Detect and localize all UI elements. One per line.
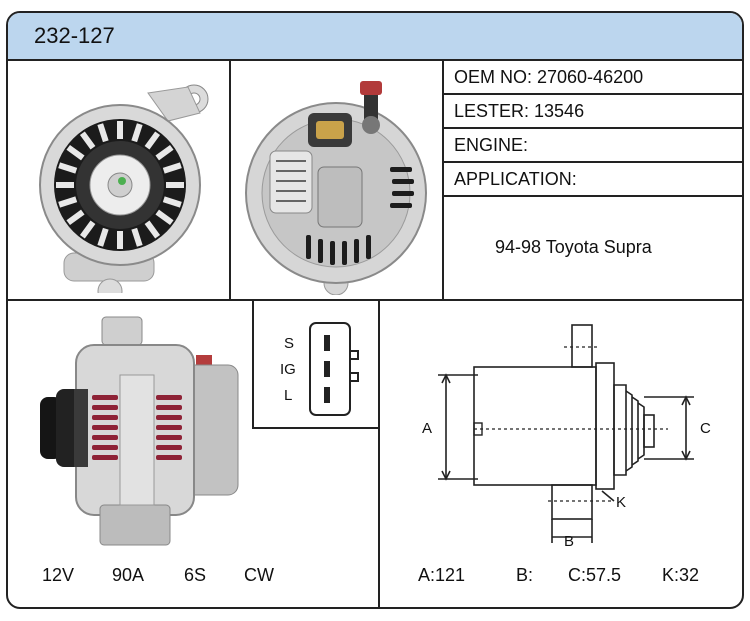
alternator-side-photo <box>36 315 246 547</box>
fan-blade <box>56 182 74 188</box>
fan-blade <box>97 123 109 143</box>
alternator-front-photo <box>28 73 218 304</box>
dimension-drawing: A C B K <box>388 305 738 550</box>
amperage-spec: 90A <box>112 565 145 585</box>
fan-blade <box>117 121 123 139</box>
dim-a-value: A:121 <box>418 565 466 585</box>
header-bar: 232-127 <box>8 13 742 61</box>
divider <box>229 59 231 299</box>
alternator-rear-photo <box>240 71 435 296</box>
fan-blade <box>155 209 174 226</box>
fan-blade <box>97 227 109 247</box>
dim-c-label: C <box>700 420 711 437</box>
fan-blade <box>79 131 96 150</box>
application-label: APPLICATION: <box>454 169 577 189</box>
fan-blade <box>162 196 182 208</box>
pin-ig: IG <box>280 361 296 378</box>
fan-blade <box>66 209 85 226</box>
fan-blade <box>66 144 85 161</box>
application-value: 94-98 Toyota Supra <box>495 237 652 257</box>
fan-blade <box>117 231 123 249</box>
divider <box>8 299 742 301</box>
fan-blade <box>144 131 161 150</box>
fan-blade <box>58 196 78 208</box>
pulley-spec: 6S <box>184 565 207 585</box>
oem-number: OEM NO: 27060-46200 <box>454 67 644 87</box>
pin-l: L <box>284 387 292 404</box>
dim-c-value: C:57.5 <box>568 565 622 585</box>
fan-blade <box>79 220 96 239</box>
divider <box>442 127 742 129</box>
voltage-spec: 12V <box>42 565 75 585</box>
dim-a-label: A <box>422 420 432 437</box>
product-card: 232-127 OEM NO: 27060-46200 LESTER: 1354… <box>6 11 744 609</box>
divider <box>442 161 742 163</box>
engine-label: ENGINE: <box>454 135 529 155</box>
fan-blade <box>131 227 143 247</box>
fan-blade <box>131 123 143 143</box>
dim-k-label: K <box>616 494 626 511</box>
divider <box>442 59 444 299</box>
rotation-spec: CW <box>244 565 274 585</box>
connector-diagram: S IG L <box>252 301 380 429</box>
divider <box>442 93 742 95</box>
dim-b-label: B <box>564 533 574 550</box>
dim-k-value: K:32 <box>662 565 700 585</box>
part-number: 232-127 <box>34 23 115 48</box>
fan-blade <box>166 182 184 188</box>
dim-b-value: B: <box>516 565 534 585</box>
lester-number: LESTER: 13546 <box>454 101 585 121</box>
fan-blade <box>162 162 182 174</box>
fan-blade <box>58 162 78 174</box>
pin-s: S <box>284 335 294 352</box>
divider <box>378 299 380 607</box>
fan-blade <box>144 220 161 239</box>
divider <box>442 195 742 197</box>
fan-blade <box>155 144 174 161</box>
